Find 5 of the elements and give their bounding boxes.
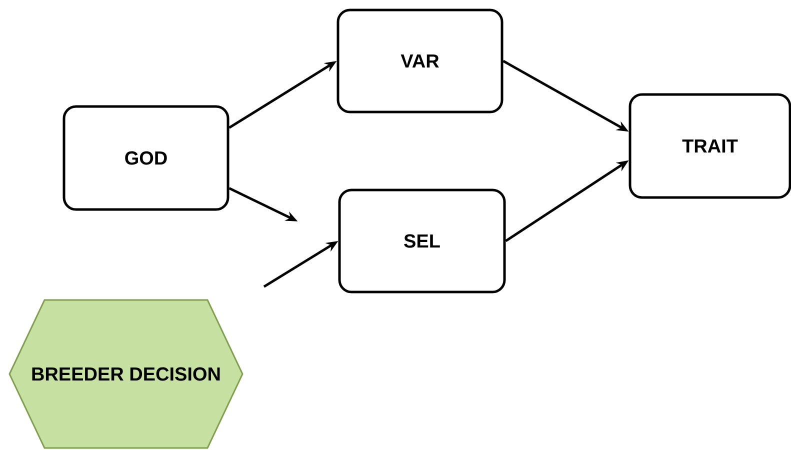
decision-hexagon: BREEDER DECISION: [8, 299, 244, 449]
process-box: VAR: [336, 8, 504, 114]
process-box: SEL: [338, 188, 506, 294]
process-box: GOD: [62, 105, 230, 211]
process-box: TRAIT: [628, 93, 791, 199]
